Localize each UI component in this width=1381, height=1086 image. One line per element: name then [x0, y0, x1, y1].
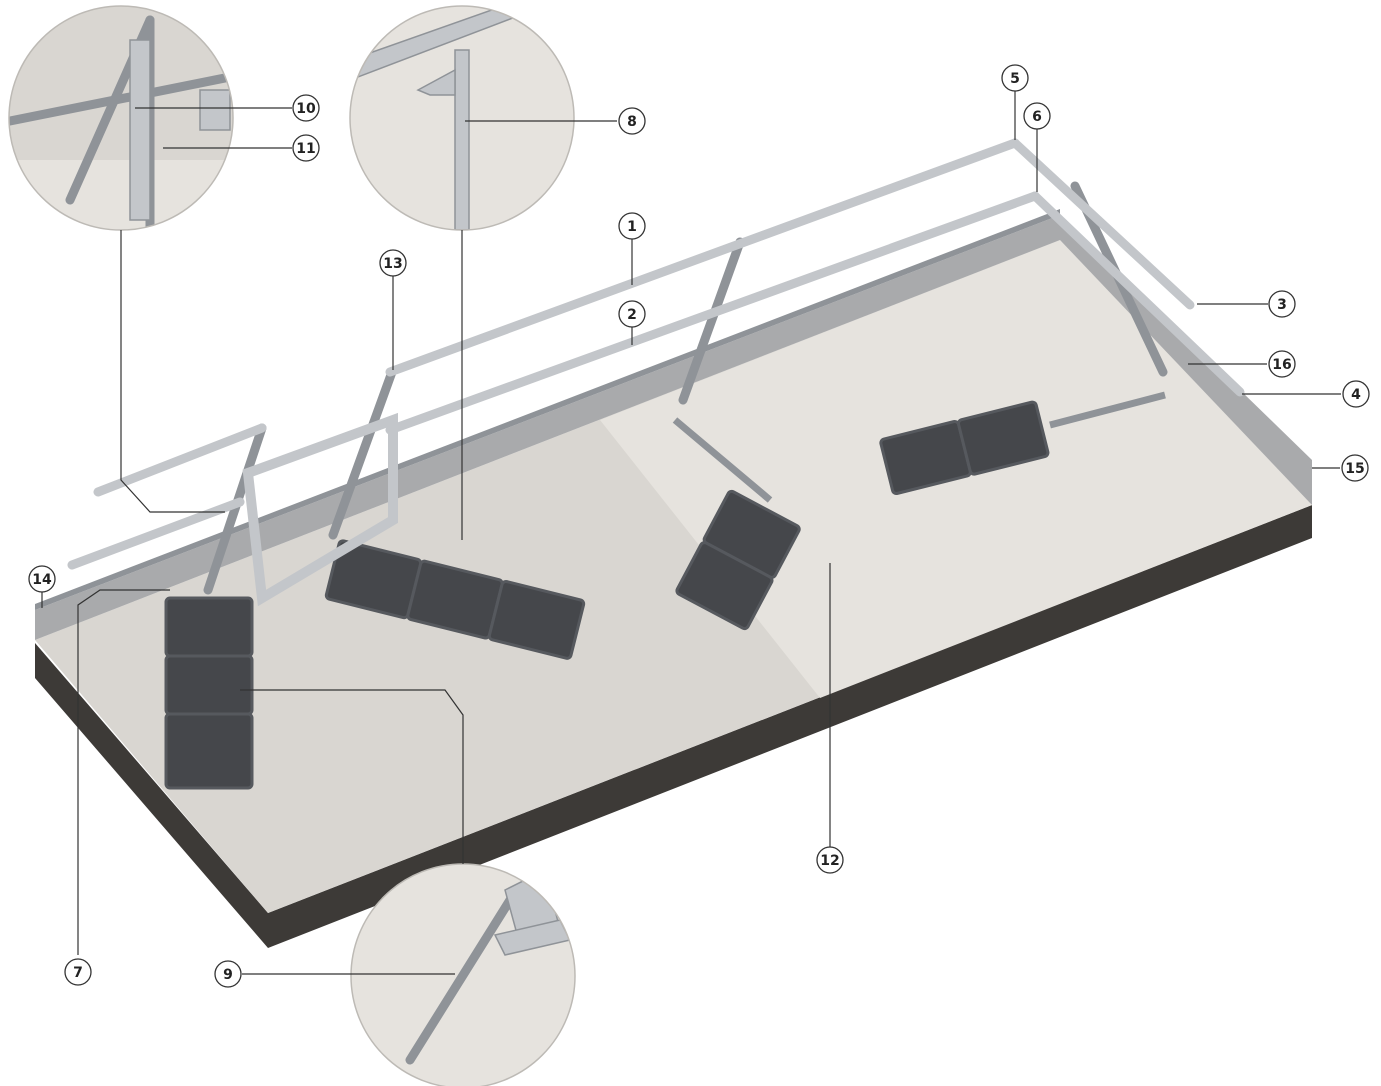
- parapet-back: [35, 215, 1060, 640]
- callout-13: 13: [379, 249, 407, 277]
- callout-number: 7: [73, 965, 83, 981]
- callout-8: 8: [618, 107, 646, 135]
- ballast-weights: [164, 400, 1050, 790]
- callout-16: 16: [1268, 350, 1296, 378]
- callout-number: 1: [627, 219, 637, 235]
- callout-number: 10: [296, 101, 316, 117]
- callout-number: 5: [1010, 71, 1020, 87]
- detail-view-brace-foot: [350, 863, 576, 1086]
- ballast-block: [164, 596, 254, 658]
- callout-number: 13: [383, 256, 402, 272]
- callout-circle: [1341, 454, 1369, 482]
- callout-number: 9: [223, 967, 233, 983]
- callout-number: 8: [627, 114, 637, 130]
- callout-12: 12: [816, 846, 844, 874]
- callout-circle: [64, 958, 92, 986]
- callout-4: 4: [1342, 380, 1370, 408]
- parapet-cap-back: [35, 209, 1060, 610]
- callout-2: 2: [618, 300, 646, 328]
- callout-circle: [214, 960, 242, 988]
- callout-circle: [618, 300, 646, 328]
- callout-circle: [292, 134, 320, 162]
- callout-circle: [1001, 64, 1029, 92]
- callout-number: 12: [820, 853, 839, 869]
- callout-circle: [1342, 380, 1370, 408]
- ballast-block: [956, 400, 1050, 476]
- ballast-block: [164, 712, 254, 790]
- callout-number: 14: [32, 572, 52, 588]
- leader-line-7: [77, 589, 170, 955]
- callout-circle: [618, 212, 646, 240]
- callout-14: 14: [28, 565, 56, 593]
- callout-9: 9: [214, 960, 242, 988]
- callout-3: 3: [1268, 290, 1296, 318]
- base-tube: [1049, 391, 1166, 429]
- ballast-group-left: [164, 596, 254, 790]
- callout-circle: [292, 94, 320, 122]
- callout-circle: [28, 565, 56, 593]
- roof-slab: [35, 240, 1312, 948]
- top-rail-left: [93, 423, 267, 497]
- callout-5: 5: [1001, 64, 1029, 92]
- ballast-group-right: [879, 400, 1050, 495]
- callout-number: 3: [1277, 297, 1287, 313]
- post-angled: [328, 367, 397, 540]
- callout-circle: [816, 846, 844, 874]
- callout-circle: [1023, 102, 1051, 130]
- ballast-block: [675, 541, 774, 631]
- callout-circle: [1268, 290, 1296, 318]
- ballast-group-center: [675, 489, 801, 631]
- ballast-block: [487, 579, 586, 660]
- ballast-group-middle: [324, 539, 586, 660]
- callout-number: 2: [627, 307, 637, 323]
- post-angled: [678, 237, 745, 405]
- top-rail-return: [1010, 138, 1195, 310]
- callout-number: 6: [1032, 109, 1042, 125]
- callout-15: 15: [1341, 454, 1369, 482]
- base-tube: [672, 417, 773, 503]
- callout-11: 11: [292, 134, 320, 162]
- top-rail: [385, 138, 1020, 377]
- callout-number: 4: [1351, 387, 1361, 403]
- callout-circle: [618, 107, 646, 135]
- leader-line-detail-a: [120, 230, 225, 513]
- ballast-block: [164, 654, 254, 716]
- callout-circle: [1268, 350, 1296, 378]
- gate-frame: [242, 412, 398, 607]
- mid-rail-return: [1030, 191, 1245, 397]
- post-angled: [203, 423, 267, 595]
- callout-number: 15: [1345, 461, 1364, 477]
- callout-7: 7: [64, 958, 92, 986]
- leader-lines: [41, 91, 1341, 975]
- mid-rail: [385, 191, 1040, 435]
- callout-6: 6: [1023, 102, 1051, 130]
- callout-number: 11: [296, 141, 315, 157]
- callout-10: 10: [292, 94, 320, 122]
- callout-1: 1: [618, 212, 646, 240]
- detail-view-gate-hinge: [8, 5, 234, 231]
- callout-circle: [379, 249, 407, 277]
- detail-view-post-base: [349, 5, 575, 231]
- callout-number: 16: [1272, 357, 1291, 373]
- leader-line-detail-c: [240, 689, 464, 864]
